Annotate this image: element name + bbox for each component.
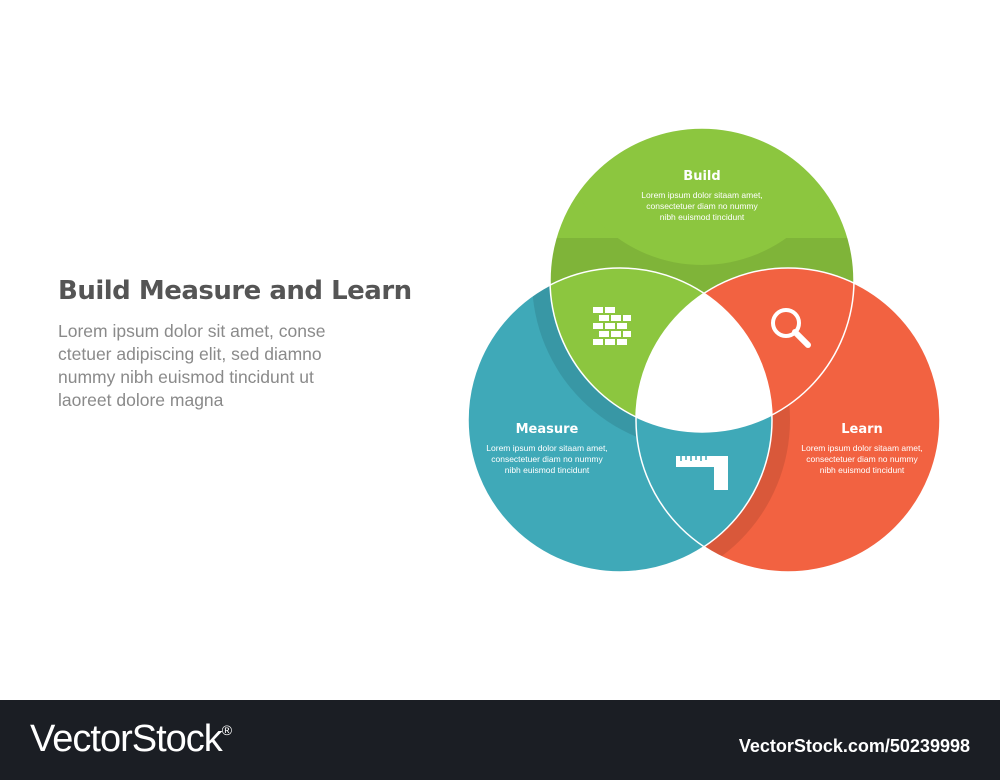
build-desc-line: Lorem ipsum dolor sitaam amet, <box>641 190 762 200</box>
learn-desc-line: Lorem ipsum dolor sitaam amet, <box>801 443 922 453</box>
build-band-mask <box>557 128 847 265</box>
measure-label: Measure <box>516 422 579 437</box>
learn-outline <box>635 267 941 573</box>
intro-line: ctetuer adipiscing elit, sed diamno <box>58 344 322 364</box>
learn-label: Learn <box>841 422 883 437</box>
measure-desc-line: Lorem ipsum dolor sitaam amet, <box>486 443 607 453</box>
logo-text: VectorStock <box>30 718 223 760</box>
vectorstock-logo[interactable]: VectorStock® <box>30 718 232 761</box>
measure-desc-line: consectetuer diam no nummy <box>491 454 603 464</box>
build-outline <box>549 127 855 433</box>
build-label: Build <box>683 169 720 184</box>
magnifier-icon <box>771 308 811 348</box>
ruler-square-icon <box>676 456 728 490</box>
page-title: Build Measure and Learn <box>58 276 412 306</box>
intro-line: laoreet dolore magna <box>58 390 224 410</box>
intro-line: nummy nibh euismod tincidunt ut <box>58 367 314 387</box>
intro-line: Lorem ipsum dolor sit amet, conse <box>58 321 326 341</box>
intro-paragraph: Lorem ipsum dolor sit amet, conse ctetue… <box>58 320 438 412</box>
overlap-center <box>636 268 772 432</box>
image-url[interactable]: VectorStock.com/50239998 <box>738 736 970 756</box>
registered-mark: ® <box>221 722 232 738</box>
build-desc-line: nibh euismod tincidunt <box>660 212 745 222</box>
learn-desc-line: consectetuer diam no nummy <box>806 454 918 464</box>
brick-wall-icon <box>593 307 631 345</box>
venn-diagram: Build Lorem ipsum dolor sitaam amet, con… <box>467 127 941 573</box>
measure-desc-line: nibh euismod tincidunt <box>505 465 590 475</box>
measure-outline <box>467 267 773 573</box>
intro-block: Build Measure and Learn Lorem ipsum dolo… <box>58 276 438 412</box>
build-desc-line: consectetuer diam no nummy <box>646 201 758 211</box>
learn-desc-line: nibh euismod tincidunt <box>820 465 905 475</box>
footer-bar: VectorStock® VectorStock.com/50239998 <box>0 700 1000 780</box>
